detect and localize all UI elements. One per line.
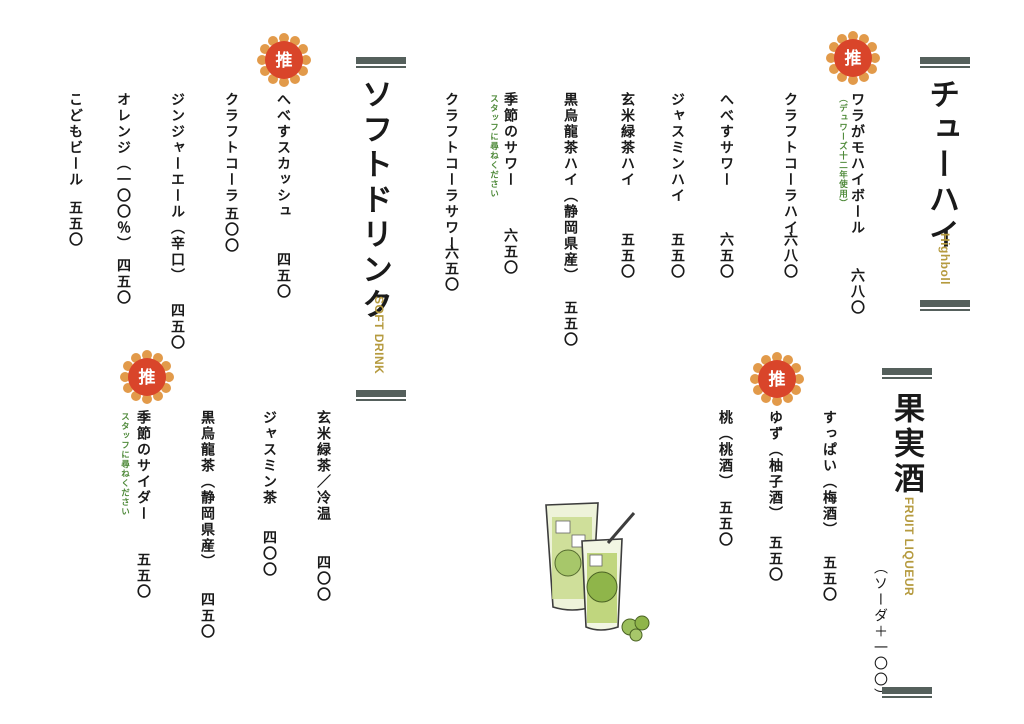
soft-item-price: 四五〇 (169, 303, 185, 351)
chuhai-item-price: 五五〇 (619, 232, 635, 280)
soft-item-note: スタッフに尋ねください (119, 412, 130, 517)
recommend-badge-icon: 推 (120, 350, 174, 404)
soft-item-price: 四〇〇 (261, 530, 277, 578)
chuhai-item-name: ジャスミンハイ (669, 92, 685, 204)
glass-drinks-icon (545, 502, 650, 642)
chuhai-item-name: へべすサワー (718, 92, 734, 188)
soft-item-name: 玄米緑茶／冷温 (315, 410, 331, 522)
soft-item-price: 五五〇 (67, 200, 83, 248)
chuhai-item-price: 六八〇 (782, 232, 798, 280)
chuhai-item-name: 黒烏龍茶ハイ（静岡県産） (562, 92, 578, 284)
soft-item-name: 黒烏龍茶（静岡県産） (199, 410, 215, 570)
fruit-item-name: ゆず（柚子酒） (767, 410, 783, 522)
soft-item-price: 四五〇 (115, 258, 131, 306)
fruit-item-name: すっぱい（梅酒） (821, 410, 837, 538)
chuhai-item-note: スタッフに尋ねください (488, 94, 499, 199)
soft-item-price: 五五〇 (135, 552, 151, 600)
chuhai-item-note: （デュワーズ十二年使用） (837, 94, 848, 208)
soft-item-price: 四〇〇 (315, 555, 331, 603)
soft-subtitle: SOFT DRINK (372, 296, 386, 375)
recommend-badge-icon: 推 (257, 33, 311, 87)
chuhai-item-price: 六五〇 (718, 232, 734, 280)
chuhai-title: チューハイ (923, 78, 959, 253)
soft-item-name: クラフトコーラ (223, 92, 239, 204)
fruit-item-price: 五五〇 (767, 535, 783, 583)
soft-item-name: オレンジ（一〇〇％） (115, 92, 131, 252)
soft-item-name: ジャスミン茶 (261, 410, 277, 506)
soft-item-name: こどもビール (67, 92, 83, 188)
soft-title: ソフトドリンク (356, 78, 392, 323)
fruit-subtitle: FRUIT LIQUEUR (902, 497, 916, 597)
chuhai-item-price: 六五〇 (443, 245, 459, 293)
soft-item-price: 五〇〇 (223, 206, 239, 254)
title-bar-bottom (920, 300, 970, 311)
chuhai-item-name: ワラがモハイボール (849, 92, 865, 236)
chuhai-item-name: クラフトコーラハイ (782, 92, 798, 236)
badge-label: 推 (845, 48, 862, 69)
chuhai-subtitle: Highboll (938, 233, 952, 285)
title-bar-top (882, 368, 932, 379)
title-bar-top (920, 57, 970, 68)
chuhai-item-price: 六八〇 (849, 268, 865, 316)
recommend-badge-icon: 推 (826, 31, 880, 85)
fruit-item-price: 五五〇 (717, 500, 733, 548)
fruit-soda-note: （ソーダ＋一〇〇） (872, 560, 888, 704)
soft-item-name: ジンジャーエール（辛口） (169, 92, 185, 284)
soft-item-price: 四五〇 (199, 592, 215, 640)
chuhai-item-price: 五五〇 (669, 232, 685, 280)
badge-label: 推 (769, 369, 786, 390)
title-bar-bottom (882, 687, 932, 698)
title-bar-bottom (356, 390, 406, 401)
fruit-title: 果実酒 (888, 392, 924, 497)
chuhai-item-price: 六五〇 (502, 228, 518, 276)
soft-item-name: 季節のサイダー (135, 410, 151, 522)
title-bar-top (356, 57, 406, 68)
chuhai-item-price: 五五〇 (562, 300, 578, 348)
badge-label: 推 (276, 50, 293, 71)
soft-item-name: へべすスカッシュ (275, 92, 291, 220)
fruit-item-name: 桃（桃酒） (717, 410, 733, 490)
soft-item-price: 四五〇 (275, 252, 291, 300)
badge-label: 推 (139, 367, 156, 388)
chuhai-item-name: 玄米緑茶ハイ (619, 92, 635, 188)
fruit-item-price: 五五〇 (821, 555, 837, 603)
chuhai-item-name: クラフトコーラサワー (443, 92, 459, 252)
chuhai-item-name: 季節のサワー (502, 92, 518, 188)
recommend-badge-icon: 推 (750, 352, 804, 406)
